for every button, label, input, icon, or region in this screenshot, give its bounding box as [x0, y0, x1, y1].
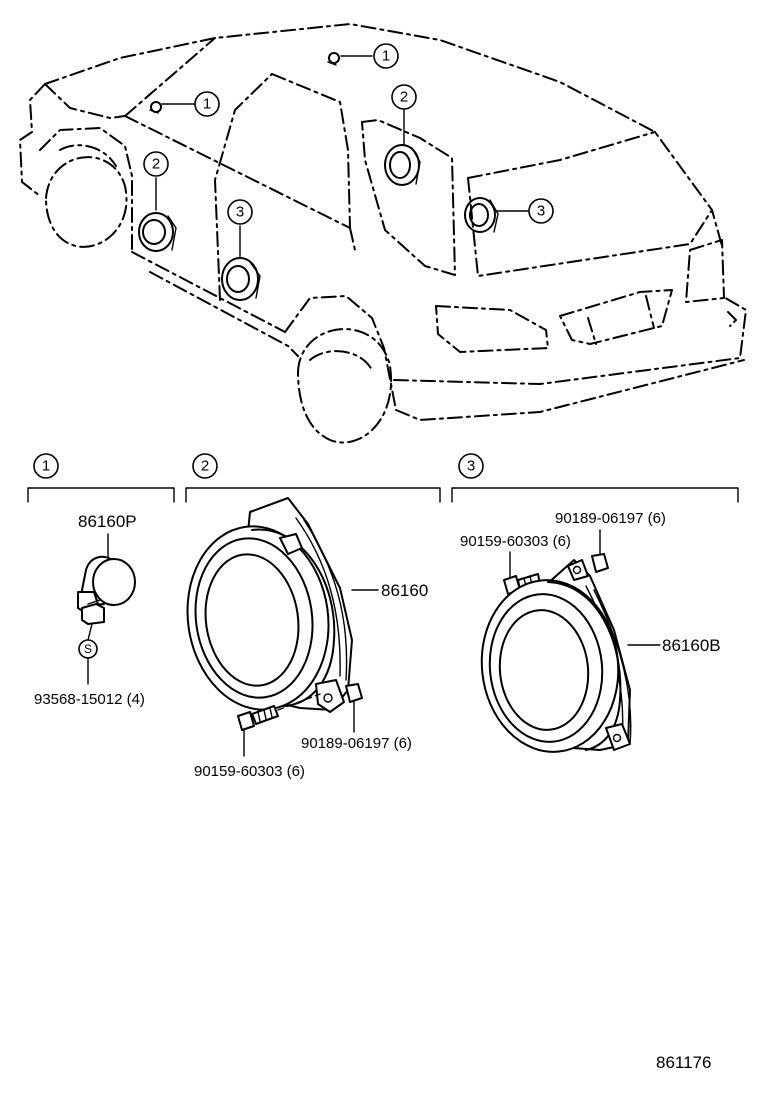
- svg-text:1: 1: [203, 96, 211, 113]
- part-number-93568-15012: 93568-15012 (4): [34, 691, 145, 708]
- svg-text:3: 3: [467, 458, 475, 475]
- svg-text:2: 2: [400, 89, 408, 106]
- callout-3-hatch: 3: [528, 198, 554, 224]
- part-number-90189-06197-s3: 90189-06197 (6): [555, 510, 666, 527]
- svg-text:3: 3: [236, 204, 244, 221]
- vehicle-speaker-rear-door: [221, 257, 261, 301]
- section-2-header: 2: [185, 453, 441, 503]
- vehicle-outline: [19, 23, 747, 444]
- section-2-speaker: 86160 90189-06197 (6) 90159-60303 (6): [186, 497, 428, 780]
- svg-text:3: 3: [537, 203, 545, 220]
- callout-1-rear: 1: [373, 43, 399, 69]
- section-3-header: 3: [451, 453, 739, 503]
- callout-2-front: 2: [143, 151, 169, 177]
- callout-2-rear: 2: [391, 84, 417, 110]
- part-number-90189-06197-s2: 90189-06197 (6): [301, 735, 412, 752]
- section-1-header: 1: [27, 453, 175, 503]
- section-3-speaker: 90189-06197 (6) 90159-60303 (6) 86160B: [460, 510, 721, 753]
- section-1-tweeter: 86160P S 93568-15012 (4): [34, 512, 145, 708]
- vehicle-speaker-quarter: [384, 144, 421, 186]
- svg-text:1: 1: [42, 458, 50, 475]
- svg-text:S: S: [84, 642, 92, 656]
- vehicle-tweeter-rear: [327, 52, 340, 66]
- callout-3-door: 3: [227, 199, 253, 225]
- svg-text:2: 2: [201, 458, 209, 475]
- part-number-90159-60303-s2: 90159-60303 (6): [194, 763, 305, 780]
- svg-text:1: 1: [382, 48, 390, 65]
- vehicle-speaker-hatch: [464, 197, 499, 233]
- vehicle-tweeter-front: [149, 101, 162, 114]
- part-number-86160P: 86160P: [78, 512, 137, 531]
- vehicle-speaker-front-door: [138, 212, 177, 252]
- svg-text:2: 2: [152, 156, 160, 173]
- part-number-90159-60303-s3: 90159-60303 (6): [460, 533, 571, 550]
- callout-1-front: 1: [194, 91, 220, 117]
- callout-leaders: [155, 55, 529, 258]
- part-number-86160: 86160: [381, 581, 428, 600]
- diagram-id: 861176: [656, 1053, 711, 1072]
- part-number-86160B: 86160B: [662, 636, 721, 655]
